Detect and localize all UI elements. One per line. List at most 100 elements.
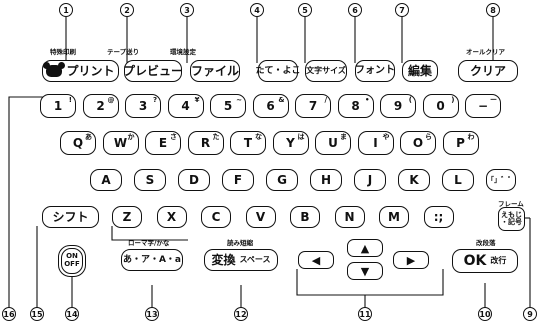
letter-key-j[interactable]: J <box>354 169 386 191</box>
number-key-3-label: 4 <box>181 99 190 113</box>
emoji-key[interactable]: えもじ ・記号 <box>498 207 525 231</box>
number-key-8-label: 9 <box>393 99 403 113</box>
letter-key-l-label: L <box>454 173 462 187</box>
newline-label: 改行 <box>490 256 507 265</box>
kana-mode-key[interactable]: あ・ア・A・a <box>121 249 183 271</box>
number-key-10-sublabel: ー <box>490 96 497 104</box>
caption-special-print: 特殊印刷 <box>50 48 76 56</box>
letter-key-y-sublabel: は <box>297 133 305 141</box>
number-key-4[interactable]: 5~ <box>210 94 246 118</box>
bracket-key[interactable]: 「」゛゜ <box>486 169 516 191</box>
print-key[interactable]: プリント <box>42 60 119 82</box>
letter-key-d-label: D <box>189 173 199 187</box>
up-arrow-key[interactable]: ▲ <box>347 239 383 257</box>
caption-reading-abbr: 読み短縮 <box>227 239 253 247</box>
letter-key-t-label: T <box>243 136 253 150</box>
letter-key-b[interactable]: B <box>290 206 320 228</box>
number-key-4-sublabel: ~ <box>236 96 242 104</box>
letter-key-g[interactable]: G <box>266 169 298 191</box>
callout-12: 12 <box>234 307 248 321</box>
letter-key-g-label: G <box>277 173 287 187</box>
clear-key[interactable]: クリア <box>458 60 518 82</box>
letter-key-e-sublabel: さ <box>170 133 177 141</box>
letter-key-m[interactable]: M <box>379 206 409 228</box>
number-key-10-label: − <box>477 99 489 113</box>
letter-key-v[interactable]: V <box>245 206 276 228</box>
letter-key-l[interactable]: L <box>442 169 474 191</box>
number-key-1[interactable]: 2@ <box>82 94 119 118</box>
bear-icon <box>43 62 66 77</box>
number-key-8-sublabel: ( <box>408 96 412 104</box>
number-key-6[interactable]: 7/ <box>295 94 331 118</box>
number-key-8[interactable]: 9( <box>380 94 416 118</box>
convert-label: 変換 <box>211 253 236 267</box>
edit-key[interactable]: 編集 <box>402 60 438 82</box>
callout-16: 16 <box>2 307 16 321</box>
letter-key-k[interactable]: K <box>398 169 430 191</box>
number-key-5[interactable]: 6& <box>252 94 289 118</box>
ok-label: OK <box>463 253 487 269</box>
right-arrow-key[interactable]: ▶ <box>393 251 429 269</box>
letter-key-f[interactable]: F <box>222 169 254 191</box>
colon-key[interactable]: :; <box>423 206 454 228</box>
number-key-2[interactable]: 3? <box>125 94 161 118</box>
letter-key-b-label: B <box>300 210 310 224</box>
letter-key-v-label: V <box>255 210 266 224</box>
caption-env-settings: 環境設定 <box>170 48 196 56</box>
letter-key-s-label: S <box>145 173 155 187</box>
letter-key-x[interactable]: X <box>156 206 187 228</box>
down-arrow-key[interactable]: ▼ <box>347 262 383 280</box>
number-key-6-sublabel: / <box>324 96 327 104</box>
print-label: プリント <box>66 64 115 78</box>
letter-key-a[interactable]: A <box>90 169 122 191</box>
ok-key[interactable]: OK 改行 <box>452 249 518 273</box>
number-key-3[interactable]: 4¥ <box>167 94 204 118</box>
tate-yoko-key[interactable]: たて・よこ <box>256 60 301 82</box>
letter-key-s[interactable]: S <box>134 169 166 191</box>
letter-key-d[interactable]: D <box>178 169 210 191</box>
left-arrow-key[interactable]: ◀ <box>298 251 334 269</box>
letter-key-c-label: C <box>211 210 221 224</box>
number-key-5-sublabel: & <box>278 96 285 104</box>
number-key-9[interactable]: 0) <box>422 94 459 118</box>
preview-key[interactable]: プレビュー <box>123 60 183 82</box>
number-key-0[interactable]: 1! <box>40 94 76 118</box>
letter-key-n[interactable]: N <box>334 206 365 228</box>
number-key-6-label: 7 <box>308 99 318 113</box>
letter-key-u-label: U <box>328 136 338 150</box>
callout-1: 1 <box>59 3 73 17</box>
letter-key-p-label: P <box>456 136 465 150</box>
number-key-10[interactable]: −ー <box>465 94 501 118</box>
letter-key-m-label: M <box>388 210 400 224</box>
letter-key-w-label: W <box>113 136 128 150</box>
callout-14: 14 <box>65 307 79 321</box>
callout-15: 15 <box>30 307 44 321</box>
number-key-0-label: 1 <box>53 99 63 113</box>
callout-9: 9 <box>523 307 537 321</box>
callout-10: 10 <box>478 307 492 321</box>
file-key[interactable]: ファイル <box>190 60 240 82</box>
shift-key[interactable]: シフト <box>42 206 99 228</box>
letter-key-j-label: J <box>367 173 373 187</box>
letter-key-o-label: O <box>412 136 424 150</box>
letter-key-c[interactable]: C <box>201 206 231 228</box>
letter-key-h[interactable]: H <box>310 169 342 191</box>
char-size-key[interactable]: 文字サイズ <box>305 60 347 82</box>
convert-key[interactable]: 変換 スペース <box>204 249 278 271</box>
letter-key-u-sublabel: ま <box>340 133 347 141</box>
number-key-7[interactable]: 8• <box>337 94 374 118</box>
power-key[interactable]: ON OFF <box>58 245 86 277</box>
font-key[interactable]: フォント <box>355 60 395 82</box>
letter-key-z[interactable]: Z <box>112 206 142 228</box>
